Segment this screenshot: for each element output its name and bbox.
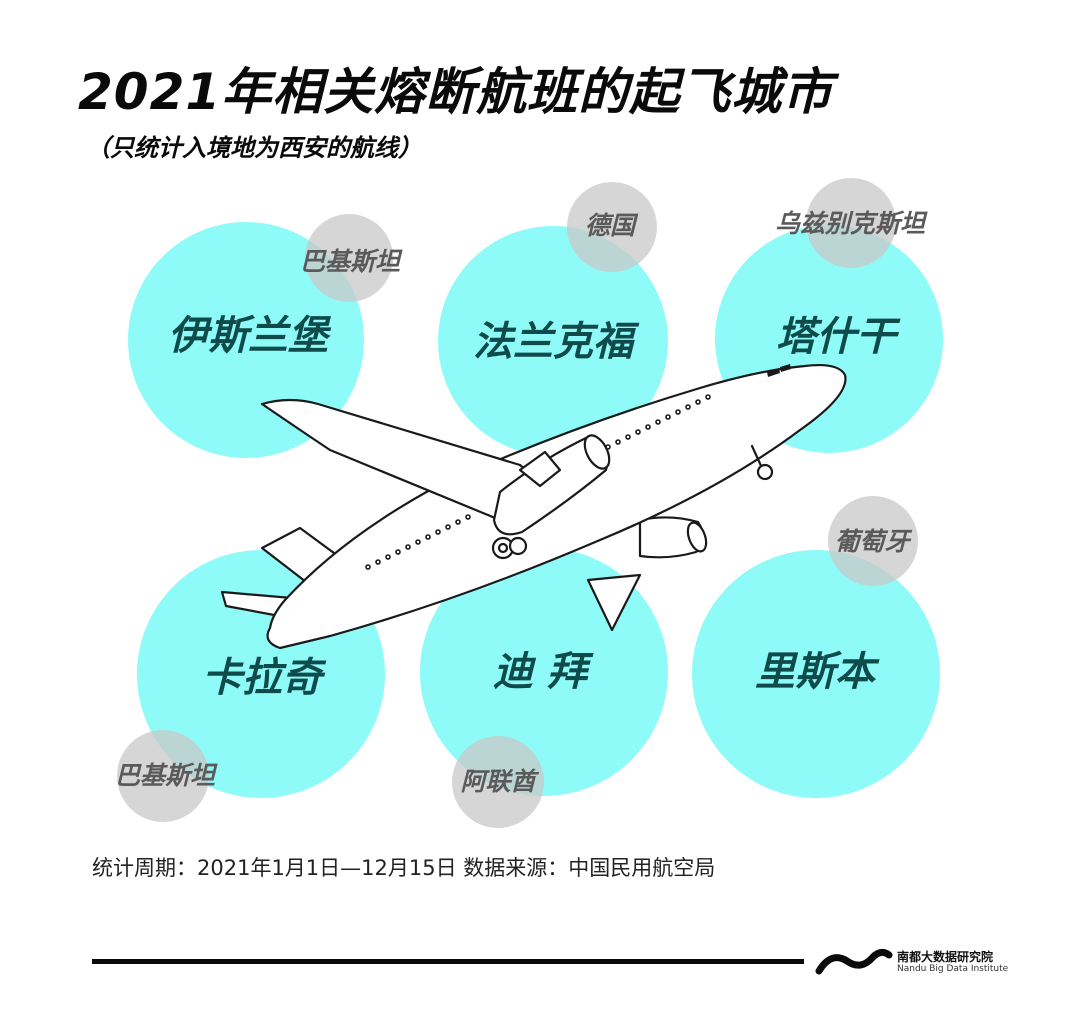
country-bubble-uzbekistan bbox=[806, 178, 896, 268]
wave-logo-icon bbox=[815, 948, 893, 975]
city-label-islamabad: 伊斯兰堡 bbox=[168, 313, 328, 359]
country-bubble-portugal bbox=[828, 496, 918, 586]
country-label-germany: 德国 bbox=[584, 211, 636, 240]
country-label-uae: 阿联酋 bbox=[460, 767, 536, 796]
city-label-karachi: 卡拉奇 bbox=[202, 655, 322, 701]
city-label-frankfurt: 法兰克福 bbox=[473, 319, 633, 365]
city-label-lisbon: 里斯本 bbox=[755, 649, 875, 695]
footnote-source: 统计周期：2021年1月1日—12月15日 数据来源：中国民用航空局 bbox=[92, 856, 716, 880]
country-bubble-germany bbox=[567, 182, 657, 272]
page-title: 2021年相关熔断航班的起飞城市 bbox=[78, 63, 834, 121]
country-label-uzbekistan: 乌兹别克斯坦 bbox=[774, 209, 926, 238]
city-label-tashkent: 塔什干 bbox=[776, 314, 896, 360]
logo-text-en: Nandu Big Data Institute bbox=[897, 964, 1009, 974]
logo-text-cn: 南都大数据研究院 bbox=[897, 950, 994, 964]
city-circle-lisbon bbox=[692, 550, 940, 798]
country-label-pakistan-1: 巴基斯坦 bbox=[299, 247, 401, 276]
country-bubble-uae bbox=[452, 736, 544, 828]
country-bubble-pakistan-2 bbox=[117, 730, 209, 822]
brand-logo: 南都大数据研究院 Nandu Big Data Institute bbox=[815, 945, 1008, 981]
country-label-portugal: 葡萄牙 bbox=[834, 527, 910, 556]
city-label-dubai: 迪 拜 bbox=[493, 649, 587, 695]
footer-divider bbox=[92, 959, 804, 964]
country-bubble-pakistan-1 bbox=[305, 214, 393, 302]
country-label-pakistan-2: 巴基斯坦 bbox=[114, 761, 216, 790]
page-subtitle: （只统计入境地为西安的航线） bbox=[86, 134, 422, 162]
